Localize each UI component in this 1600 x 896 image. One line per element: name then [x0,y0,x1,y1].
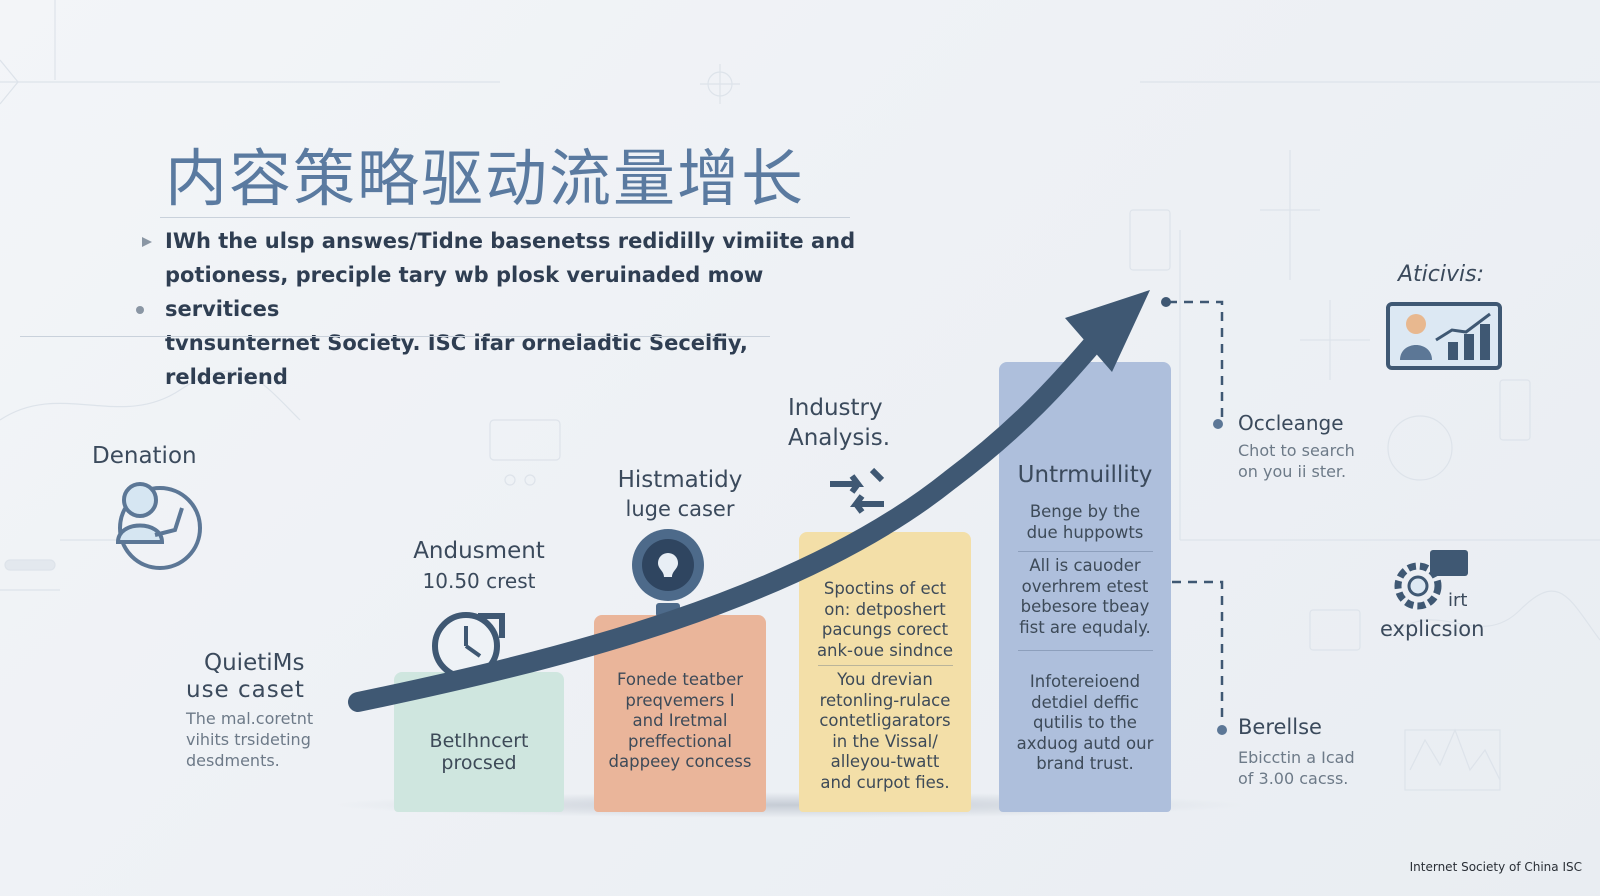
step-4-body-line: bebesore tbeay [1020,597,1150,616]
step-2-bar [594,615,766,812]
step-1-body-line: procsed [441,752,517,774]
step-2-title: Histmatidy [617,467,743,493]
step-1-body: Betlhncert procsed [394,730,564,774]
page-title: 内容策略驱动流量增长 [165,142,806,215]
step-2-body-line: and Iretmal [632,711,728,730]
occleange-desc-line: on you ii ster. [1238,462,1347,481]
intro-line-2: potioness, preciple tary wb plosk veruin… [165,263,764,321]
bullet-dot-icon [136,306,144,314]
step-4-body-line: Infotereioend [1029,672,1141,691]
step-3-body-line: contetligarators [819,711,951,730]
step-3-body-line: Spoctins of ect [823,579,947,598]
quiet-description: The mal.coretnt vihits trsideting desdme… [186,708,313,771]
step-3-title: Industry [788,395,883,421]
step-4-body-line: axduog autd our [1016,733,1154,753]
step-2-body-line: preqvemers I [625,690,735,710]
intro-divider [20,336,770,337]
step-4-body-line: due huppowts [1026,522,1144,542]
occleange-desc-line: Chot to search [1238,441,1355,460]
occleange-title: Occleange [1238,411,1344,435]
step-2-body-line: Fonede teatber [616,670,744,689]
step-4-divider-1 [1018,551,1153,552]
step-2-body: Fonede teatber preqvemers I and Iretmal … [594,670,766,773]
step-4-body-line: qutilis to the [1033,713,1137,732]
step-4-body-line: All is cauoder [1029,556,1141,575]
step-4-body-line: Benge by the [1029,502,1141,521]
lightbulb-gear-icon [632,529,704,617]
step-3-body-line: You drevian [837,670,933,689]
step-3-body-line: pacungs corect [821,620,949,639]
step-2-subtitle: luge caser [625,497,735,521]
step-3-body-line: retonling-rulace [819,690,951,710]
step-4-bar [999,362,1171,812]
intro-line-1: IWh the ulsp answes/Tidne basenetss redi… [165,229,856,253]
step-1-body-line: Betlhncert [429,730,529,752]
analytics-dashboard-icon [1386,302,1502,370]
bullet-marker-icon [142,237,152,247]
quiet-desc-line: The mal.coretnt [186,709,314,728]
step-3-divider [818,665,953,666]
step-4-body-line: detdiel deffic [1031,692,1139,712]
watermark: Internet Society of China ISC [1409,860,1582,874]
aticivis-label: Aticivis: [1398,262,1485,287]
step-3-body-line: alleyou-twatt [830,752,940,771]
step-4-body-b: All is cauoder overhrem etest bebesore t… [999,556,1171,638]
step-4-divider-2 [1018,650,1153,651]
step-1-title: Andusment [413,538,545,564]
step-1-subtitle: 10.50 crest [422,569,536,593]
step-3-body-line: and curpot fies. [820,772,950,792]
step-3-body-a: Spoctins of ect on: detposhert pacungs c… [799,579,971,661]
quiet-desc-line: desdments. [186,751,280,770]
intro-line-3: tvnsunternet Society. ISC ifar orneladti… [165,331,748,389]
explicion-label: explicsion [1380,617,1485,641]
step-4-body-line: brand trust. [1036,754,1134,773]
step-4-body-line: overhrem etest [1021,576,1149,596]
gear-chart-icon [1394,550,1468,610]
title-divider [160,217,850,218]
step-4-title: Untrmuillity [1017,462,1153,488]
step-3-subtitle: Analysis. [788,425,891,451]
step-2-body-line: preffectional [628,731,732,751]
intro-paragraph: IWh the ulsp answes/Tidne basenetss redi… [165,224,865,394]
berellse-desc-line: Ebicctin a Icad [1238,748,1355,767]
quiet-desc-line: vihits trsideting [186,730,311,749]
step-4-body-line: fist are equdaly. [1019,617,1151,637]
berellse-desc-line: of 3.00 cacss. [1238,769,1349,788]
step-3-body-line: on: detposhert [824,599,946,619]
berellse-title: Berellse [1238,715,1322,739]
person-chart-icon [115,482,202,570]
denation-label: Denation [92,443,197,469]
quiet-title-2: use caset [186,677,305,703]
explicion-label-small: irt [1448,590,1468,611]
step-4-body-a: Benge by the due huppowts [999,502,1171,543]
berellse-description: Ebicctin a Icad of 3.00 cacss. [1238,747,1355,789]
step-3-body-b: You drevian retonling-rulace contetligar… [799,670,971,793]
quiet-title-1: QuietiMs [204,650,305,676]
step-3-body-line: in the Vissal/ [832,731,938,751]
step-3-bar [799,532,971,812]
cycle-arrows-icon [830,467,885,514]
step-4-body-c: Infotereioend detdiel deffic qutilis to … [999,672,1171,775]
step-2-body-line: dappeey concess [608,752,752,771]
step-3-body-line: ank-oue sindnce [816,640,954,660]
occleange-description: Chot to search on you ii ster. [1238,440,1355,482]
